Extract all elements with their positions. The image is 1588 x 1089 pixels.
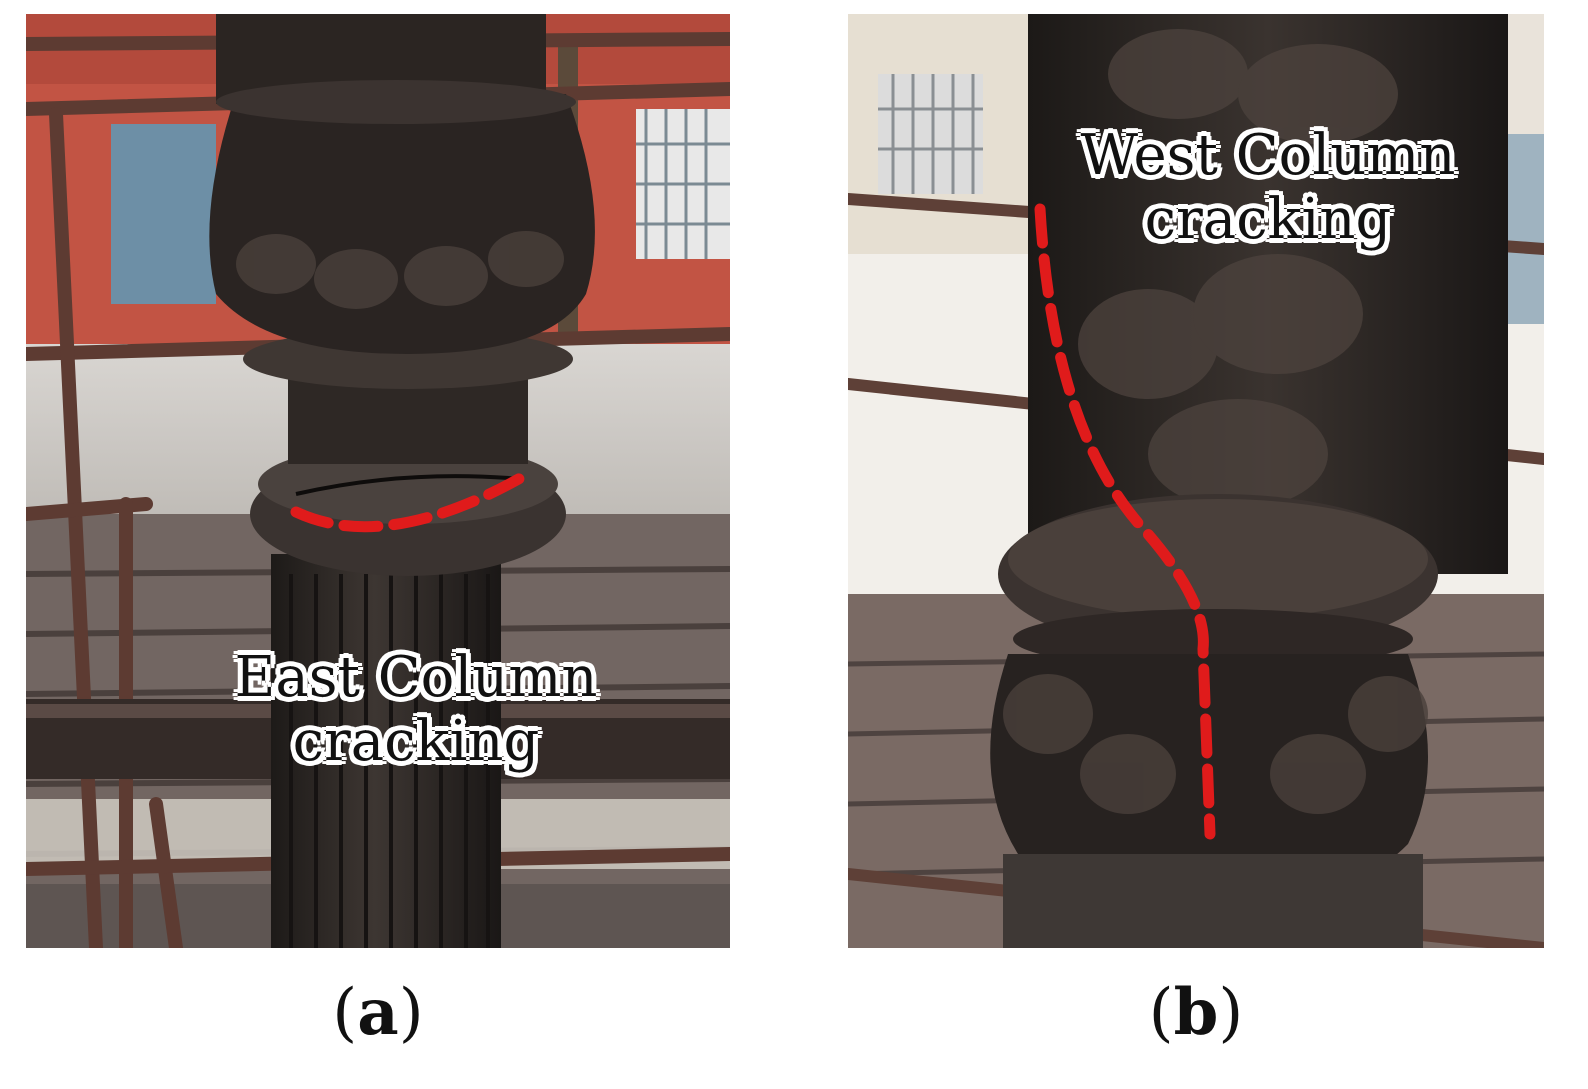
photo-panel-b: West Column cracking [848, 14, 1544, 948]
label-a-open: ( [332, 976, 358, 1050]
label-a-close: ) [398, 976, 424, 1050]
photo-panel-a: East Column cracking [26, 14, 730, 948]
label-a-letter: a [357, 975, 399, 1050]
panel-label-b: (b) [1096, 975, 1296, 1050]
label-b-close: ) [1218, 976, 1244, 1050]
west-column-caption: West Column cracking [1038, 124, 1498, 252]
column-shaft [271, 554, 501, 948]
crack-marker-west [1034, 203, 1216, 840]
west-caption-line1: West Column [1080, 123, 1456, 188]
label-b-letter: b [1173, 975, 1219, 1050]
west-caption-line2: cracking [1144, 187, 1392, 252]
east-column-caption: East Column cracking [186, 646, 646, 774]
column-capital [209, 94, 595, 354]
east-column-photo [26, 14, 730, 948]
east-caption-line2: cracking [292, 709, 540, 774]
crack-marker-east [290, 470, 530, 533]
west-column-photo [848, 14, 1544, 948]
east-caption-line1: East Column [234, 645, 598, 710]
label-b-open: ( [1148, 976, 1174, 1050]
window-left [111, 124, 216, 304]
panel-label-a: (a) [278, 975, 478, 1050]
window-left [878, 74, 983, 194]
